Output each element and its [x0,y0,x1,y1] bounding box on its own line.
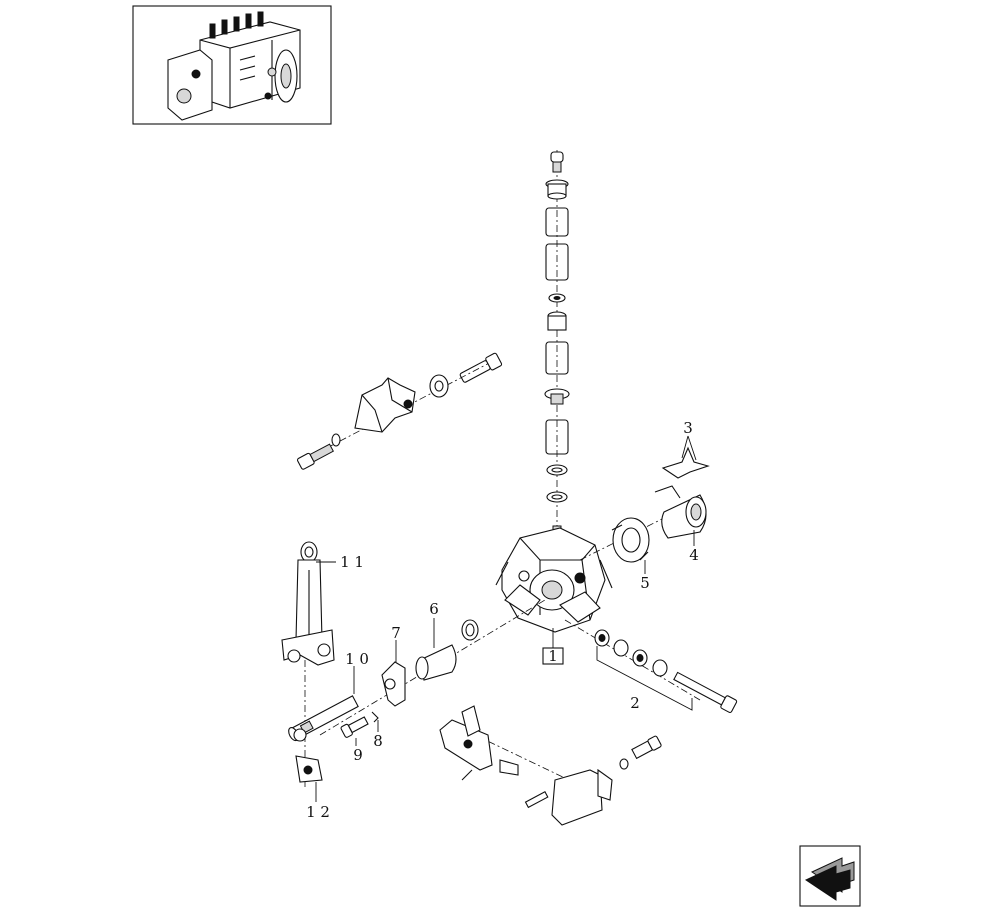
lever-clip [295,755,323,783]
callout-6: 6 [429,600,439,648]
callout-7: 7 [391,624,401,662]
callout-8: 8 [373,720,383,750]
callout-1: 1 [542,628,564,665]
callout-11: 1 1 [316,553,364,571]
callout-5-label: 5 [640,574,650,592]
stop-bracket-assembly [296,352,503,470]
callout-9-label: 9 [353,746,363,764]
callout-2: 2 [630,694,640,712]
callout-5: 5 [640,560,650,592]
callout-3-label: 3 [683,419,693,437]
injection-pump-thumbnail-icon [132,5,332,125]
bolt-spacer-set [594,629,738,713]
callout-4: 4 [689,530,699,564]
callout-8-label: 8 [373,732,383,750]
callout-1-label: 1 [548,647,558,665]
shaft-parts [288,619,479,742]
drive-sleeve-parts [611,446,710,563]
callout-10: 1 0 [345,650,369,694]
callout-3: 3 [681,419,697,461]
callout-9: 9 [353,738,363,764]
lower-linkage [439,705,662,826]
arrow-back-icon[interactable] [799,845,861,907]
callout-6-label: 6 [429,600,439,618]
callout-10-label: 1 0 [345,650,369,668]
callout-4-label: 4 [689,546,699,564]
callout-12-label: 1 2 [306,803,330,821]
callout-7-label: 7 [391,624,401,642]
spring-stack [544,150,570,553]
callout-12: 1 2 [306,782,330,821]
callout-11-label: 1 1 [340,553,364,571]
governor-lever [281,541,335,666]
callout-2-label: 2 [630,694,640,712]
governor-housing [495,527,613,633]
